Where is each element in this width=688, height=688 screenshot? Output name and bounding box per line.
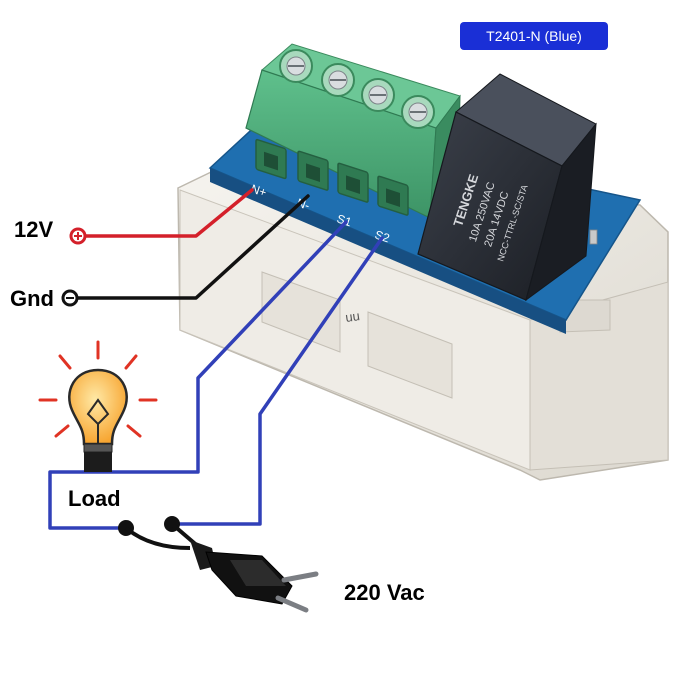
plus-terminal-icon — [69, 227, 87, 245]
ac-wire-s2 — [170, 236, 384, 526]
ac-wire-s1 — [48, 220, 348, 530]
ground-wire — [72, 194, 310, 300]
ground-label: Gnd — [10, 286, 54, 311]
positive-wire — [82, 188, 254, 238]
wires — [48, 188, 384, 530]
supply-voltage-label: 12V — [14, 217, 54, 242]
terminal-screws — [279, 49, 435, 129]
relay: TENGKE 10A 250VAC 20A 14VDC NCC-TTRL-SC/… — [417, 73, 597, 302]
plug-icon — [118, 516, 319, 613]
minus-terminal-icon — [61, 289, 79, 307]
light-bulb-icon — [38, 340, 158, 472]
terminal-label-s1: S1 — [335, 212, 354, 230]
model-badge: T2401-N (Blue) — [460, 22, 608, 50]
svg-text:uu: uu — [344, 308, 360, 325]
mains-voltage-label: 220 Vac — [344, 580, 425, 605]
load-label: Load — [68, 486, 121, 511]
terminal-label-n-minus: N- — [295, 196, 311, 213]
terminal-label-n-plus: N+ — [249, 182, 268, 200]
